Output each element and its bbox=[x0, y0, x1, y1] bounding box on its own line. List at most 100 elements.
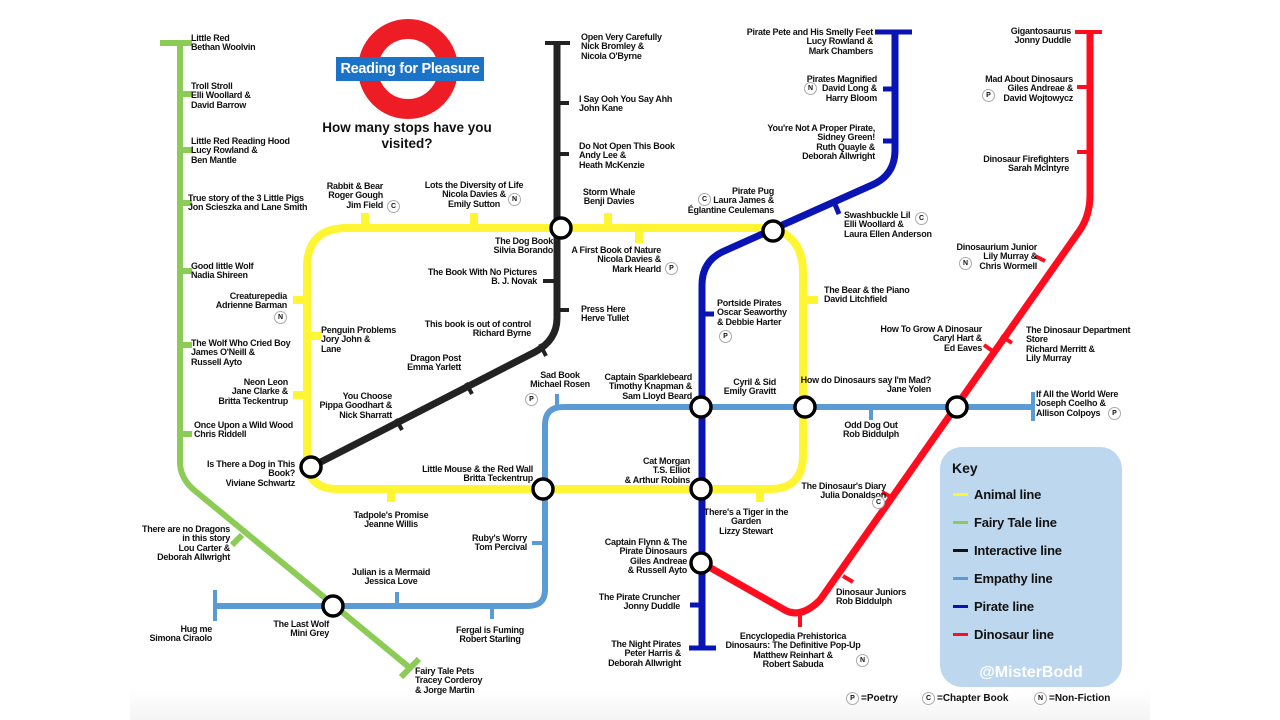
station-label[interactable]: Dragon Post Emma Yarlett bbox=[407, 353, 461, 373]
station-label[interactable]: The Dinosaur Department Store Richard Me… bbox=[1026, 325, 1131, 363]
interchange[interactable] bbox=[549, 216, 573, 240]
chapter-book-badge: C bbox=[922, 692, 935, 705]
station-label[interactable]: The Dinosaur's Diary Julia Donaldson bbox=[801, 481, 886, 501]
interactive-line bbox=[309, 41, 570, 471]
interchange[interactable] bbox=[945, 395, 969, 419]
chapter-book-badge: C bbox=[915, 212, 928, 225]
station-label[interactable]: Fairy Tale Pets Tracey Corderoy & Jorge … bbox=[415, 666, 483, 695]
station-label[interactable]: Mad About Dinosaurs Giles Andreae & Davi… bbox=[985, 74, 1073, 103]
station-label[interactable]: Sad Book Michael Rosen bbox=[530, 370, 590, 390]
station-label[interactable]: The Last Wolf Mini Grey bbox=[273, 619, 329, 639]
station-label[interactable]: Cyril & Sid Emily Gravitt bbox=[723, 377, 777, 397]
station-label[interactable]: Pirate Pug Laura James & Églantine Ceule… bbox=[687, 186, 775, 215]
page-background bbox=[130, 690, 1150, 720]
station-label[interactable]: Julian is a Mermaid Jessica Love bbox=[351, 567, 431, 587]
key-label: Empathy line bbox=[974, 570, 1053, 586]
non-fiction-badge: N bbox=[508, 193, 521, 206]
legend-label: =Poetry bbox=[861, 693, 898, 704]
station-label[interactable]: Odd Dog Out Rob Biddulph bbox=[843, 420, 899, 440]
station-label[interactable]: I Say Ooh You Say Ahh John Kane bbox=[579, 94, 673, 114]
station-label[interactable]: Captain Sparklebeard Timothy Knapman & S… bbox=[604, 372, 692, 401]
key-item-dinosaur: Dinosaur line bbox=[953, 624, 1054, 644]
legend-label: =Chapter Book bbox=[937, 693, 1009, 704]
station-label[interactable]: Swashbuckle Lil Elli Woollard & Laura El… bbox=[844, 210, 932, 239]
poetry-badge: P bbox=[982, 89, 995, 102]
station-label[interactable]: There's a Tiger in the Garden Lizzy Stew… bbox=[703, 507, 789, 536]
station-label[interactable]: Creaturepedia Adrienne Barman bbox=[215, 291, 288, 311]
station-label[interactable]: Storm Whale Benji Davies bbox=[582, 187, 636, 207]
station-label[interactable]: Open Very Carefully Nick Bromley & Nicol… bbox=[581, 32, 662, 61]
red-swatch-icon bbox=[953, 632, 968, 636]
interchange[interactable] bbox=[689, 551, 713, 575]
station-label[interactable]: Gigantosaurus Jonny Duddle bbox=[1010, 26, 1072, 46]
station-label[interactable]: Hug me Simona Ciraolo bbox=[149, 624, 212, 644]
station-label[interactable]: Is There a Dog in This Book? Viviane Sch… bbox=[206, 459, 295, 488]
station-label[interactable]: The Pirate Cruncher Jonny Duddle bbox=[598, 592, 681, 612]
interchange[interactable] bbox=[321, 594, 345, 618]
station-label[interactable]: Do Not Open This Book Andy Lee & Heath M… bbox=[579, 141, 675, 170]
station-label[interactable]: True story of the 3 Little Pigs Jon Scie… bbox=[188, 193, 308, 213]
station-label[interactable]: Neon Leon Jane Clarke & Britta Teckentru… bbox=[218, 377, 288, 406]
station-label[interactable]: Pirates Magnified David Long & Harry Blo… bbox=[806, 74, 878, 103]
non-fiction-badge: N bbox=[274, 311, 287, 324]
station-label[interactable]: Lots the Diversity of Life Nicola Davies… bbox=[424, 180, 524, 209]
legend-label: =Non-Fiction bbox=[1049, 693, 1111, 704]
station-label[interactable]: Rabbit & Bear Roger Gough Jim Field bbox=[326, 181, 384, 210]
poetry-badge: P bbox=[525, 393, 538, 406]
fairy-tale-line bbox=[160, 40, 422, 680]
key-item-animal: Animal line bbox=[953, 484, 1041, 504]
station-label[interactable]: How To Grow A Dinosaur Caryl Hart & Ed E… bbox=[880, 324, 982, 353]
station-label[interactable]: Dinosaur Juniors Rob Biddulph bbox=[836, 587, 907, 607]
station-label[interactable]: Dinosaur Firefighters Sarah McIntyre bbox=[983, 154, 1069, 174]
poetry-badge: P bbox=[846, 692, 859, 705]
legend-chapter-book: C=Chapter Book bbox=[922, 692, 1008, 705]
chapter-book-badge: C bbox=[387, 200, 400, 213]
key-label: Animal line bbox=[974, 486, 1042, 502]
non-fiction-badge: N bbox=[856, 654, 869, 667]
station-label[interactable]: Pirate Pete and His Smelly Feet Lucy Row… bbox=[746, 27, 874, 56]
station-label[interactable]: Penguin Problems Jory John & Lane bbox=[321, 325, 397, 354]
station-label[interactable]: A First Book of Nature Nicola Davies & M… bbox=[571, 245, 661, 274]
station-label[interactable]: Troll Stroll Elli Woollard & David Barro… bbox=[191, 81, 251, 110]
station-label[interactable]: Ruby's Worry Tom Percival bbox=[472, 533, 527, 553]
interchange[interactable] bbox=[689, 477, 713, 501]
key-item-pirate: Pirate line bbox=[953, 596, 1034, 616]
author-handle: @MisterBodd bbox=[979, 664, 1083, 681]
station-label[interactable]: You Choose Pippa Goodhart & Nick Sharrat… bbox=[319, 391, 393, 420]
station-label[interactable]: Little Red Reading Hood Lucy Rowland & B… bbox=[191, 136, 290, 165]
interchange[interactable] bbox=[299, 455, 323, 479]
station-label[interactable]: There are no Dragons in this story Lou C… bbox=[141, 524, 230, 562]
chapter-book-badge: C bbox=[872, 496, 885, 509]
station-label[interactable]: How do Dinosaurs say I'm Mad? Jane Yolen bbox=[800, 375, 932, 395]
station-label[interactable]: The Dog Book Silvia Borando bbox=[493, 236, 553, 256]
interchange[interactable] bbox=[531, 477, 555, 501]
station-label[interactable]: Fergal is Fuming Robert Starling bbox=[455, 625, 525, 645]
interchange[interactable] bbox=[761, 219, 785, 243]
interchange[interactable] bbox=[793, 395, 817, 419]
station-label[interactable]: Encyclopedia Prehistorica Dinosaurs: The… bbox=[725, 631, 861, 669]
station-label[interactable]: The Night Pirates Peter Harris & Deborah… bbox=[608, 639, 681, 668]
station-label[interactable]: If All the World Were Joseph Coelho & Al… bbox=[1036, 389, 1119, 418]
key-item-interactive: Interactive line bbox=[953, 540, 1062, 560]
station-label[interactable]: Press Here Herve Tullet bbox=[581, 304, 629, 324]
animal-line bbox=[293, 213, 818, 502]
interchanges bbox=[299, 216, 969, 618]
station-label[interactable]: The Bear & the Piano David Litchfield bbox=[824, 285, 910, 305]
station-label[interactable]: Once Upon a Wild Wood Chris Riddell bbox=[194, 420, 293, 440]
key-label: Dinosaur line bbox=[974, 626, 1054, 642]
station-label[interactable]: Good little Wolf Nadia Shireen bbox=[191, 261, 254, 281]
station-label[interactable]: Captain Flynn & The Pirate Dinosaurs Gil… bbox=[604, 537, 688, 575]
station-label[interactable]: Little Mouse & the Red Wall Britta Tecke… bbox=[422, 464, 533, 484]
station-label[interactable]: Cat Morgan T.S. Elliot & Arthur Robins bbox=[624, 456, 691, 485]
station-label[interactable]: Dinosaurium Junior Lily Murray & Chris W… bbox=[956, 242, 1037, 271]
station-label[interactable]: The Book With No Pictures B. J. Novak bbox=[427, 267, 537, 287]
station-label[interactable]: You're Not A Proper Pirate, Sidney Green… bbox=[767, 123, 875, 161]
station-label[interactable]: Portside Pirates Oscar Seaworthy & Debbi… bbox=[717, 298, 787, 327]
interchange[interactable] bbox=[689, 395, 713, 419]
station-label[interactable]: The Wolf Who Cried Boy James O'Neill & R… bbox=[191, 338, 291, 367]
station-label[interactable]: Little Red Bethan Woolvin bbox=[191, 33, 256, 53]
chapter-book-badge: C bbox=[698, 193, 711, 206]
station-label[interactable]: Tadpole's Promise Jeanne Willis bbox=[353, 510, 429, 530]
key-item-empathy: Empathy line bbox=[953, 568, 1053, 588]
station-label[interactable]: This book is out of control Richard Byrn… bbox=[424, 319, 532, 339]
